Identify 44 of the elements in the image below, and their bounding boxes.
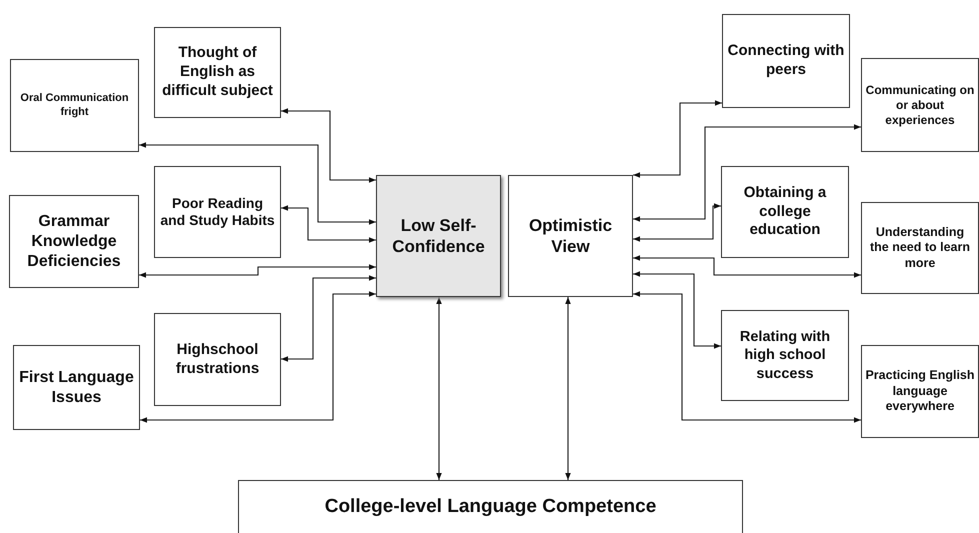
box-label: Poor Reading and Study Habits [159, 194, 276, 230]
concept-box [861, 202, 979, 294]
box-label: Communicating on or about experiences [865, 82, 975, 128]
connector-arrow [633, 100, 722, 178]
connector-arrow [281, 205, 376, 243]
connector-arrow [436, 297, 442, 480]
connector-arrow [633, 203, 721, 242]
concept-box [861, 345, 979, 438]
box-label: Highschool frustrations [174, 340, 260, 378]
concept-box [508, 175, 633, 297]
connector-arrow [281, 108, 376, 183]
box-label: Low Self-Confidence [391, 214, 486, 258]
connector-arrow [633, 124, 861, 222]
box-label: Connecting with peers [726, 42, 846, 80]
box-label: Relating with high school success [738, 328, 832, 383]
box-label: College-level Language Competence [324, 495, 656, 519]
connector-arrow [281, 275, 376, 362]
concept-box [154, 313, 281, 406]
connector-arrow [633, 255, 861, 278]
box-label: Grammar Knowledge Deficiencies [26, 212, 122, 272]
connector-arrow [565, 297, 571, 480]
concept-box [721, 310, 849, 401]
concept-box [154, 166, 281, 258]
box-label: First Language Issues [18, 368, 135, 408]
concept-box [154, 27, 281, 118]
concept-box [13, 345, 140, 430]
box-label: Practicing English language everywhere [865, 368, 975, 415]
central-box [376, 175, 501, 297]
box-label: Obtaining a college education [742, 184, 828, 240]
connector-arrow [139, 142, 376, 225]
concept-box [861, 58, 979, 152]
concept-box [722, 14, 850, 108]
concept-box [10, 59, 139, 152]
box-label: Optimistic View [528, 214, 614, 258]
connector-arrow [140, 291, 376, 423]
concept-box [9, 195, 139, 288]
box-label: Understanding the need to learn more [868, 224, 972, 272]
concept-box [721, 166, 849, 258]
box-label: Thought of English as difficult subject [161, 44, 274, 101]
connector-arrow [633, 291, 861, 423]
concept-box [238, 480, 743, 533]
connector-arrow [139, 264, 376, 278]
connector-arrow [633, 271, 721, 349]
box-label: Oral Communication fright [19, 92, 130, 120]
